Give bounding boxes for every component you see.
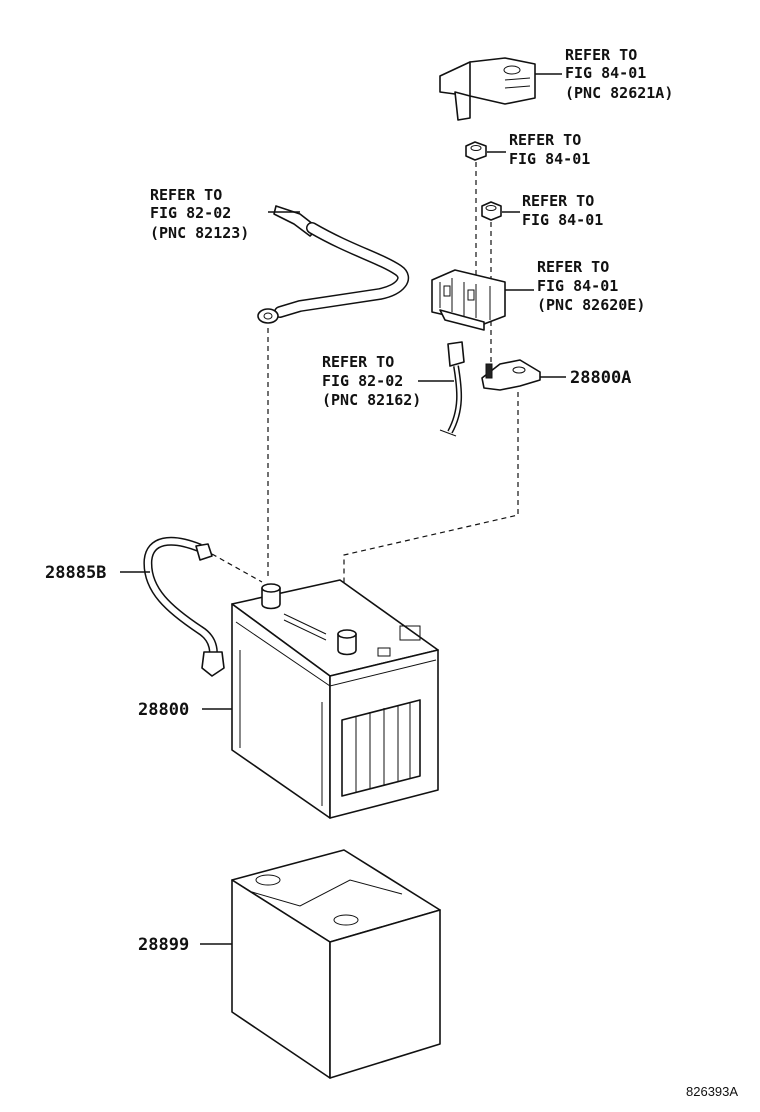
terminal-clamp-part (481, 359, 541, 391)
fuse-block-callout-line2: FIG 84-01 (537, 277, 618, 295)
cable-upper-callout-line3: (PNC 82123) (150, 224, 249, 242)
figure-code: 826393A (686, 1084, 738, 1099)
negative-cable-part (439, 341, 465, 437)
fuse-block-callout-line1: REFER TO (537, 258, 609, 276)
cable-upper-callout-line1: REFER TO (150, 186, 222, 204)
cable-lower-callout-line2: FIG 82-02 (322, 372, 403, 390)
part-number-clamp: 28800A (570, 368, 631, 388)
part-number-battery: 28800 (138, 700, 189, 720)
battery-part (231, 579, 439, 819)
battery-tray-part (231, 849, 441, 1079)
relay-part (439, 57, 536, 121)
part-number-tray: 28899 (138, 935, 189, 955)
nut-lower-callout-line2: FIG 84-01 (522, 211, 603, 229)
cable-lower-callout-line1: REFER TO (322, 353, 394, 371)
positive-cable-part (257, 205, 410, 324)
relay-callout-line3: (PNC 82621A) (565, 84, 673, 102)
nut-lower-callout-line1: REFER TO (522, 192, 594, 210)
nut-upper-part (465, 141, 487, 161)
part-number-vent-hose: 28885B (45, 563, 106, 583)
nut-upper-callout-line2: FIG 84-01 (509, 150, 590, 168)
cable-lower-callout-line3: (PNC 82162) (322, 391, 421, 409)
cable-upper-callout-line2: FIG 82-02 (150, 204, 231, 222)
vent-hose-part (143, 536, 225, 677)
relay-callout-line1: REFER TO (565, 46, 637, 64)
relay-callout-line2: FIG 84-01 (565, 64, 646, 82)
nut-lower-part (481, 201, 502, 221)
fuse-block-part (431, 269, 506, 331)
nut-upper-callout-line1: REFER TO (509, 131, 581, 149)
fuse-block-callout-line3: (PNC 82620E) (537, 296, 645, 314)
